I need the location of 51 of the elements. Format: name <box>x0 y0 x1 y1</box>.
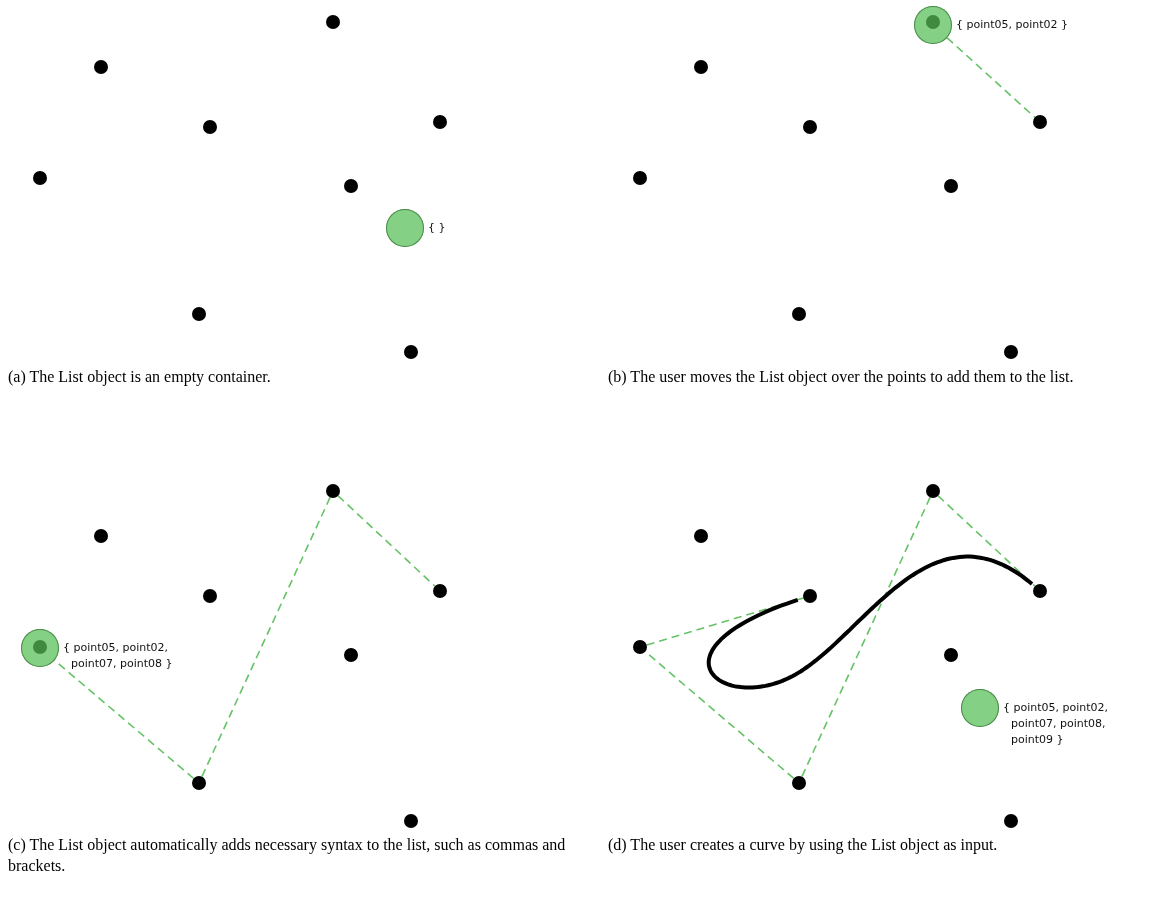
point-dot <box>792 307 806 321</box>
point-dot <box>1033 584 1047 598</box>
point-dot <box>803 589 817 603</box>
point-dot <box>326 15 340 29</box>
point-dot <box>404 345 418 359</box>
caption: (d) The user creates a curve by using the List object as input. <box>608 835 999 855</box>
point-dot <box>1033 115 1047 129</box>
point-dot <box>203 120 217 134</box>
point-dot <box>926 484 940 498</box>
point-dot <box>192 307 206 321</box>
point-dot <box>344 648 358 662</box>
point-dot <box>433 584 447 598</box>
dashed-line <box>801 496 931 778</box>
list-object-circle <box>914 6 952 44</box>
caption: (b) The user moves the List object over the points to add them to the list. <box>608 367 1075 387</box>
point-dot <box>1004 814 1018 828</box>
point-dot <box>633 171 647 185</box>
dashed-line <box>946 37 1036 119</box>
point-dot <box>344 179 358 193</box>
dashed-line <box>645 597 805 646</box>
point-dot <box>33 640 47 654</box>
list-contents-label: { point05, point02, point07, point08 } <box>63 640 174 672</box>
point-dot <box>326 484 340 498</box>
point-dot <box>633 640 647 654</box>
point-dot <box>944 648 958 662</box>
list-object-circle <box>961 689 999 727</box>
point-dot <box>404 814 418 828</box>
point-dot <box>192 776 206 790</box>
point-dot <box>94 60 108 74</box>
dashed-line <box>937 495 1036 587</box>
point-dot <box>694 60 708 74</box>
point-dot <box>203 589 217 603</box>
list-contents-label: { point05, point02, point07, point08, point09 } <box>1003 700 1110 748</box>
list-object-circle <box>386 209 424 247</box>
point-dot <box>33 171 47 185</box>
point-dot <box>926 15 940 29</box>
point-dot <box>944 179 958 193</box>
caption: (c) The List object automatically adds necessary syntax to the list, such as commas and brackets. <box>8 835 567 876</box>
point-dot <box>803 120 817 134</box>
point-dot <box>792 776 806 790</box>
curve <box>706 554 1034 690</box>
point-dot <box>694 529 708 543</box>
point-dot <box>1004 345 1018 359</box>
dashed-line <box>337 495 436 587</box>
point-dot <box>433 115 447 129</box>
caption: (a) The List object is an empty container. <box>8 367 272 387</box>
point-dot <box>94 529 108 543</box>
list-object-circle <box>21 629 59 667</box>
list-contents-label: { point05, point02 } <box>956 17 1070 33</box>
dashed-line <box>201 496 331 778</box>
list-contents-label: { } <box>428 220 447 236</box>
